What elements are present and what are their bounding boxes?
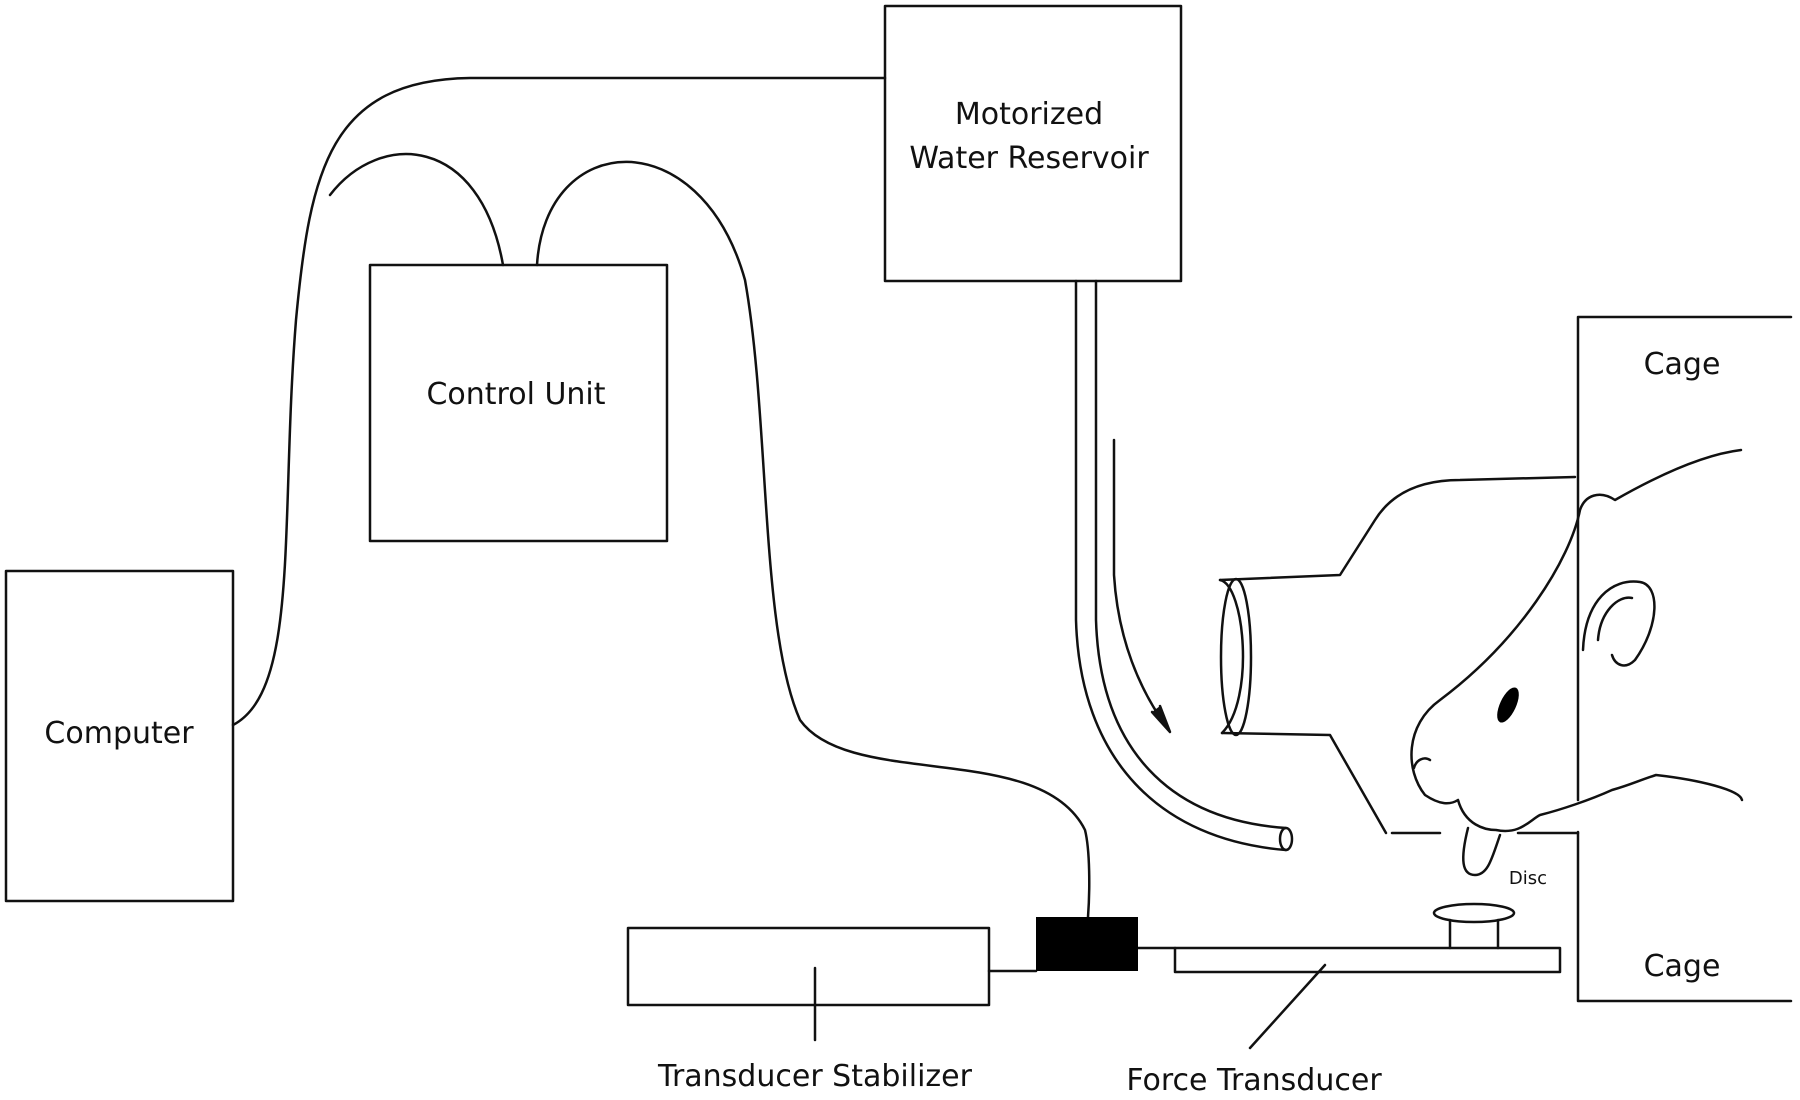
transducer-stabilizer-box — [626, 926, 991, 1007]
rat-eye — [1497, 687, 1519, 723]
computer-control-cable — [328, 152, 505, 267]
force-transducer-leader — [1248, 963, 1327, 1050]
tube-outlet — [1278, 826, 1294, 852]
disc-label: Disc — [1509, 868, 1547, 889]
flow-arrow — [1112, 438, 1168, 728]
water-bottle — [1218, 475, 1577, 835]
water-reservoir-box — [883, 4, 1183, 283]
rat-nose — [1412, 757, 1432, 770]
cage-wall-bottom — [1576, 830, 1793, 1003]
water-tube-inner — [1094, 279, 1288, 830]
rat-ear-inner — [1596, 596, 1634, 642]
flow-arrow-head — [1150, 704, 1172, 734]
force-transducer-beam — [1173, 946, 1562, 974]
control-unit-box — [368, 263, 669, 543]
reservoir-label-line1: Motorized — [955, 97, 1103, 132]
control-unit-label: Control Unit — [426, 377, 605, 412]
force-transducer-label: Force Transducer — [1126, 1063, 1382, 1098]
disc-top — [1432, 902, 1516, 924]
cage-label-top: Cage — [1644, 347, 1721, 382]
control-connector-cable — [535, 160, 1091, 919]
disc-stem — [1448, 918, 1500, 950]
transducer-stabilizer-label: Transducer Stabilizer — [657, 1059, 973, 1094]
computer-label: Computer — [44, 716, 194, 751]
rat-ear — [1581, 580, 1656, 667]
water-tube — [1074, 279, 1288, 852]
rat-head — [1410, 448, 1744, 833]
rat-tongue — [1462, 826, 1502, 877]
cage-wall-top — [1576, 315, 1793, 802]
computer-box — [4, 569, 235, 903]
transducer-connector-block — [1036, 917, 1138, 971]
computer-reservoir-cable — [231, 76, 887, 727]
water-bottle-rim — [1218, 578, 1245, 735]
cage-label-bottom: Cage — [1644, 949, 1721, 984]
water-bottle-mouth — [1219, 577, 1253, 737]
reservoir-label-line2: Water Reservoir — [909, 141, 1149, 176]
